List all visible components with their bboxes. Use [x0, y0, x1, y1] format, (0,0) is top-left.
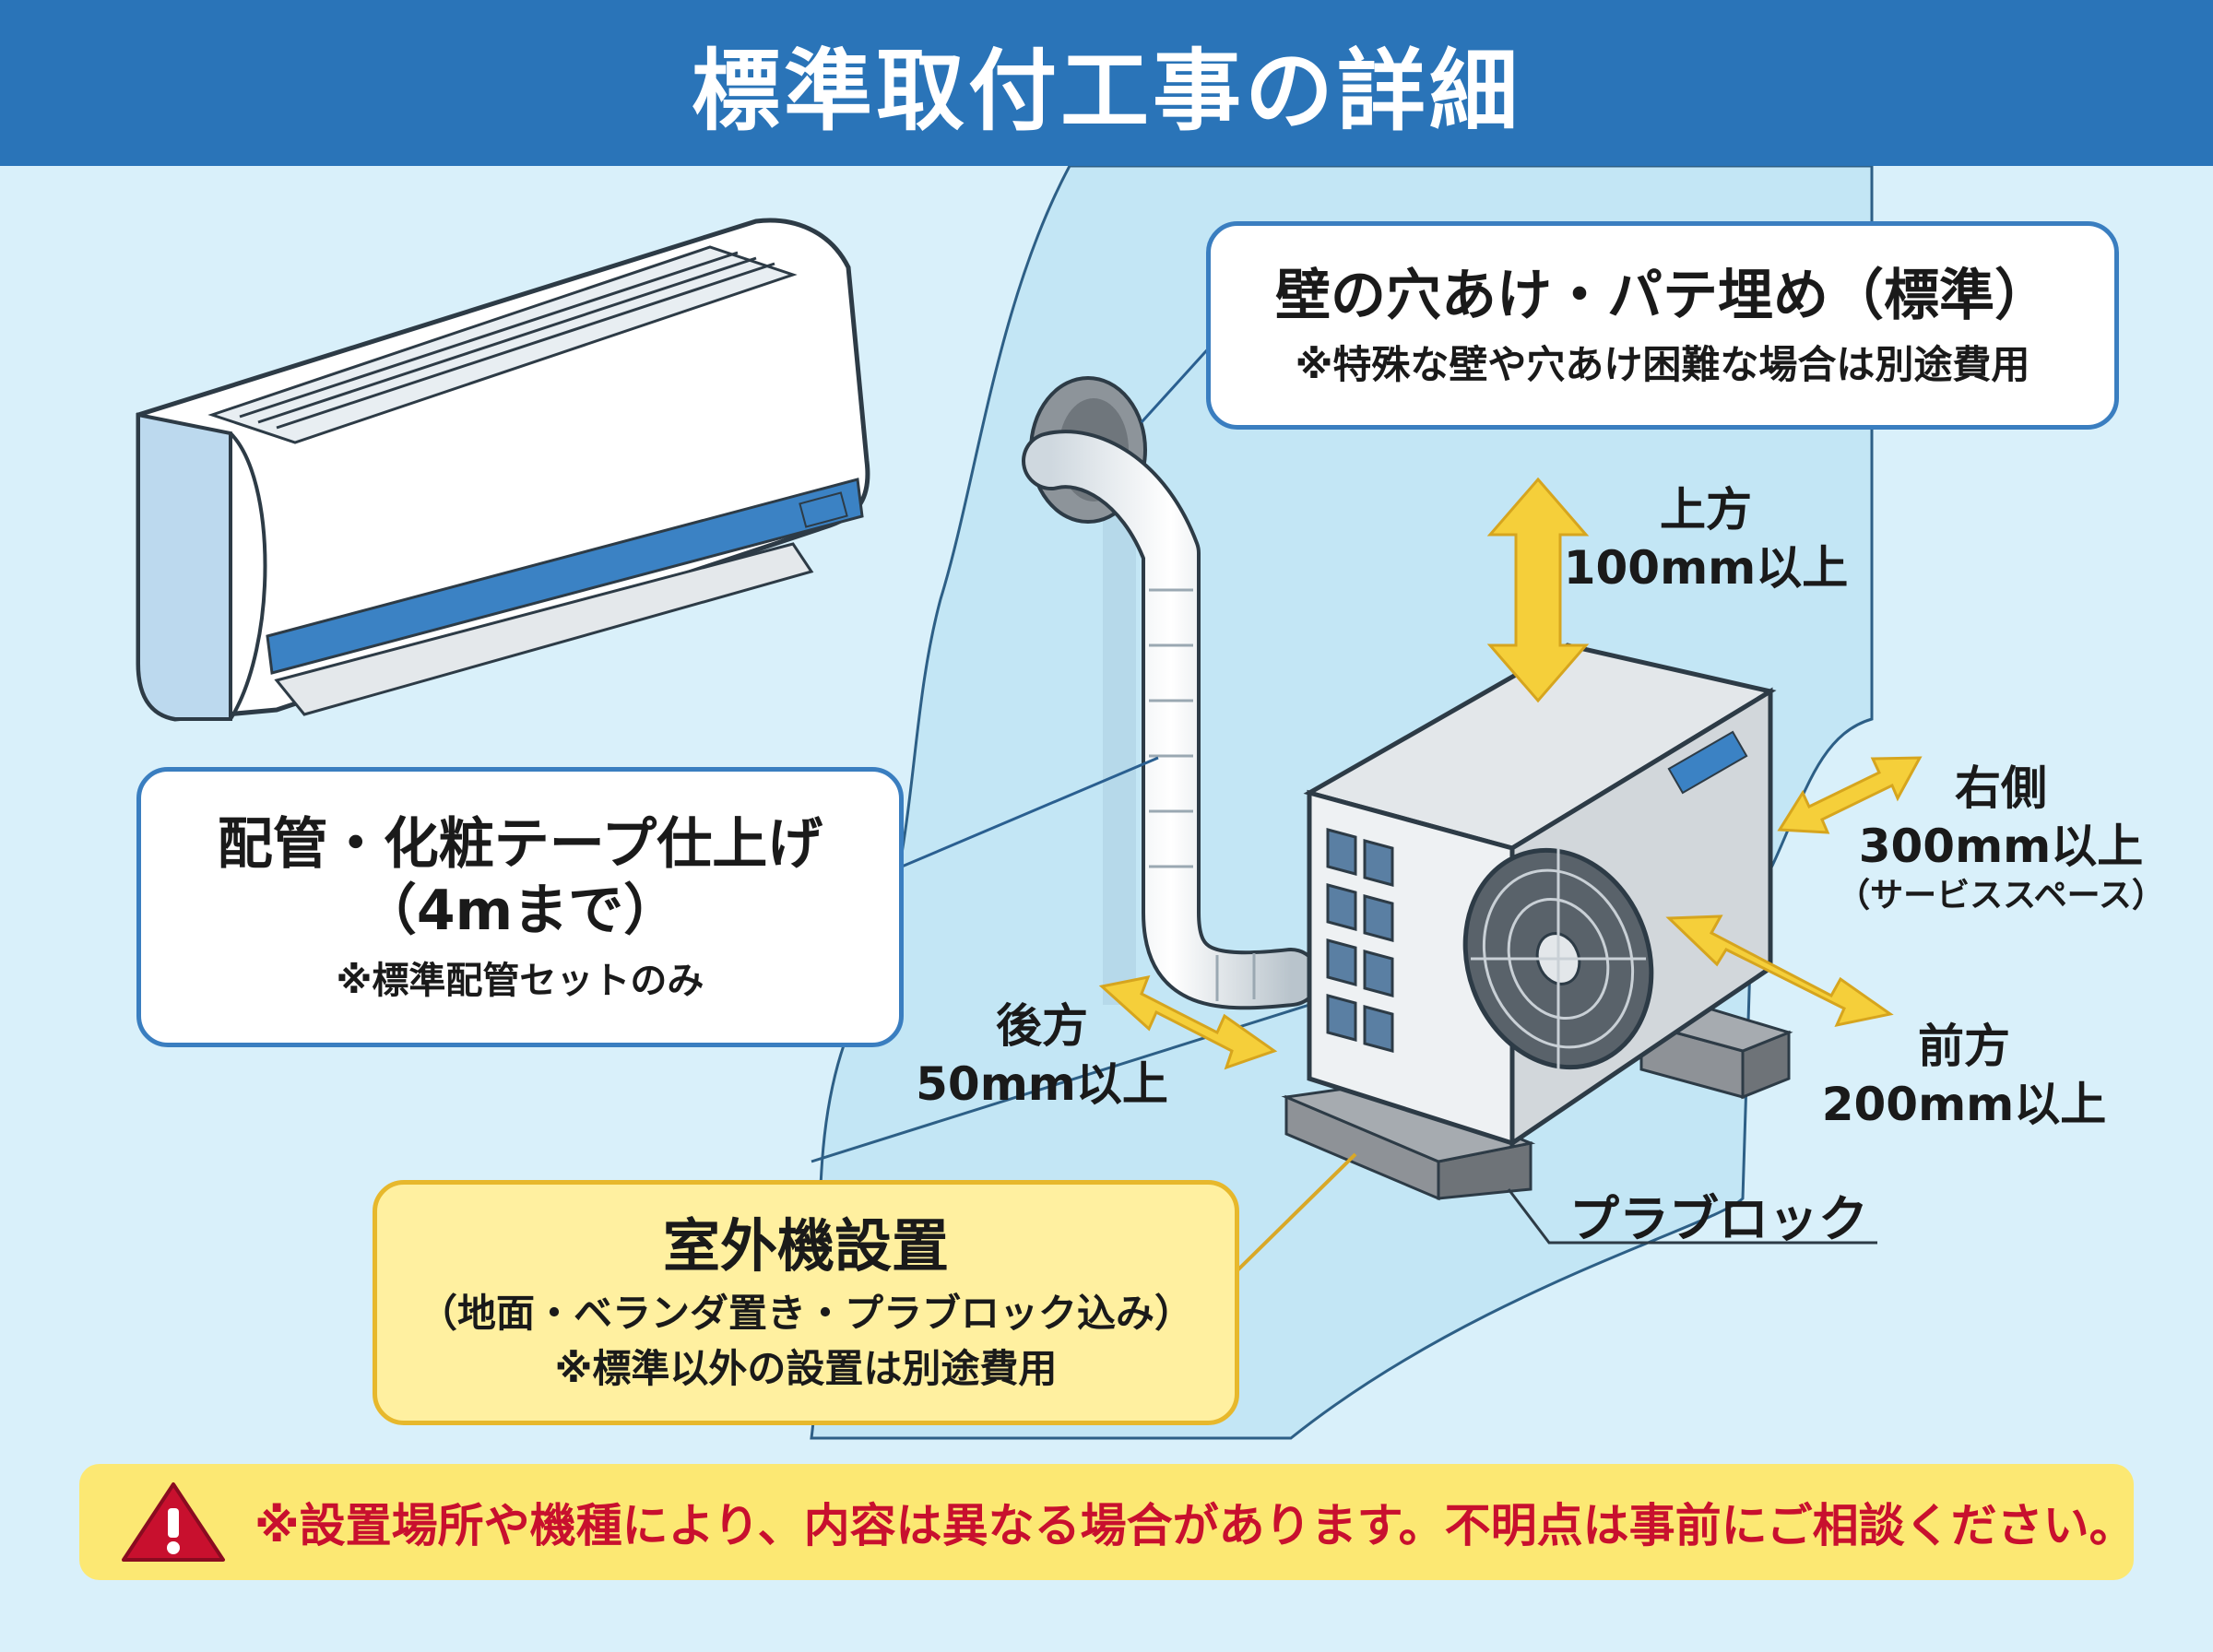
side-grille — [1326, 828, 1394, 1053]
wall-hole-note: ※特殊な壁や穴あけ困難な場合は別途費用 — [1295, 341, 2030, 387]
pipe-rings — [1149, 588, 1256, 1001]
outdoor-unit-main: 室外機設置 — [662, 1212, 949, 1280]
page-title: 標準取付工事の詳細 — [692, 39, 1521, 143]
clearance-back-distance: 50mm以上 — [916, 1056, 1168, 1111]
arrow-right — [1777, 756, 1923, 834]
wall-hole-main: 壁の穴あけ・パテ埋め（標準） — [1275, 263, 2050, 328]
clearance-top-direction: 上方 — [1660, 483, 1752, 537]
title-bar: 標準取付工事の詳細 — [0, 0, 2213, 166]
pipe-shadow — [1103, 489, 1136, 1005]
fan-icon — [1462, 847, 1654, 1070]
leader-block — [1507, 1188, 1877, 1245]
clearance-back-direction: 後方 — [996, 999, 1088, 1053]
piping-main-line2: （4mまで） — [361, 879, 680, 943]
leader-pipe — [901, 756, 1159, 868]
clearance-right-note: （サービススペース） — [1837, 877, 2165, 914]
clearance-right-direction: 右側 — [1955, 761, 2047, 815]
piping-callout: 配管・化粧テープ仕上げ （4mまで） ※標準配管セットのみ — [136, 767, 904, 1047]
leader-outdoor — [1236, 1152, 1357, 1272]
piping-note: ※標準配管セットのみ — [336, 960, 704, 1002]
wall-hole-callout: 壁の穴あけ・パテ埋め（標準） ※特殊な壁や穴あけ困難な場合は別途費用 — [1206, 221, 2119, 430]
clearance-front: 前方 200mm以上 — [1798, 1018, 2130, 1133]
outdoor-unit-note: ※標準以外の設置は別途費用 — [554, 1346, 1058, 1392]
clearance-right: 右側 300mm以上 （サービススペース） — [1835, 760, 2167, 916]
clearance-back: 後方 50mm以上 — [876, 997, 1208, 1113]
pipe-cover-body — [1025, 433, 1317, 1007]
warning-icon — [122, 1482, 225, 1562]
clearance-front-distance: 200mm以上 — [1821, 1077, 2107, 1131]
indoor-ac-unit — [136, 218, 870, 722]
arrow-front — [1665, 914, 1894, 1028]
block-label: プラブロック — [1569, 1190, 1868, 1248]
clearance-top: 上方 100mm以上 — [1558, 481, 1853, 596]
notice-banner: ※設置場所や機種により、内容は異なる場合があります。不明点は事前にご相談ください… — [79, 1464, 2136, 1580]
outdoor-unit-sub: （地面・ベランダ置き・プラブロック込み） — [418, 1290, 1193, 1336]
arrow-back — [1098, 974, 1278, 1070]
arrow-icon — [1098, 477, 1923, 1070]
outdoor-unit-callout: 室外機設置 （地面・ベランダ置き・プラブロック込み） ※標準以外の設置は別途費用 — [373, 1180, 1239, 1425]
clearance-right-distance: 300mm以上 — [1858, 819, 2144, 873]
piping-main-line1: 配管・化粧テープ仕上げ — [217, 812, 823, 877]
clearance-front-direction: 前方 — [1918, 1020, 2010, 1073]
leader-wall — [1140, 341, 1215, 424]
clearance-top-distance: 100mm以上 — [1563, 540, 1849, 595]
notice-text: ※設置場所や機種により、内容は異なる場合があります。不明点は事前にご相談ください… — [254, 1499, 2136, 1552]
arrow-top — [1486, 477, 1590, 703]
outdoor-ac-unit — [1303, 643, 1777, 1148]
